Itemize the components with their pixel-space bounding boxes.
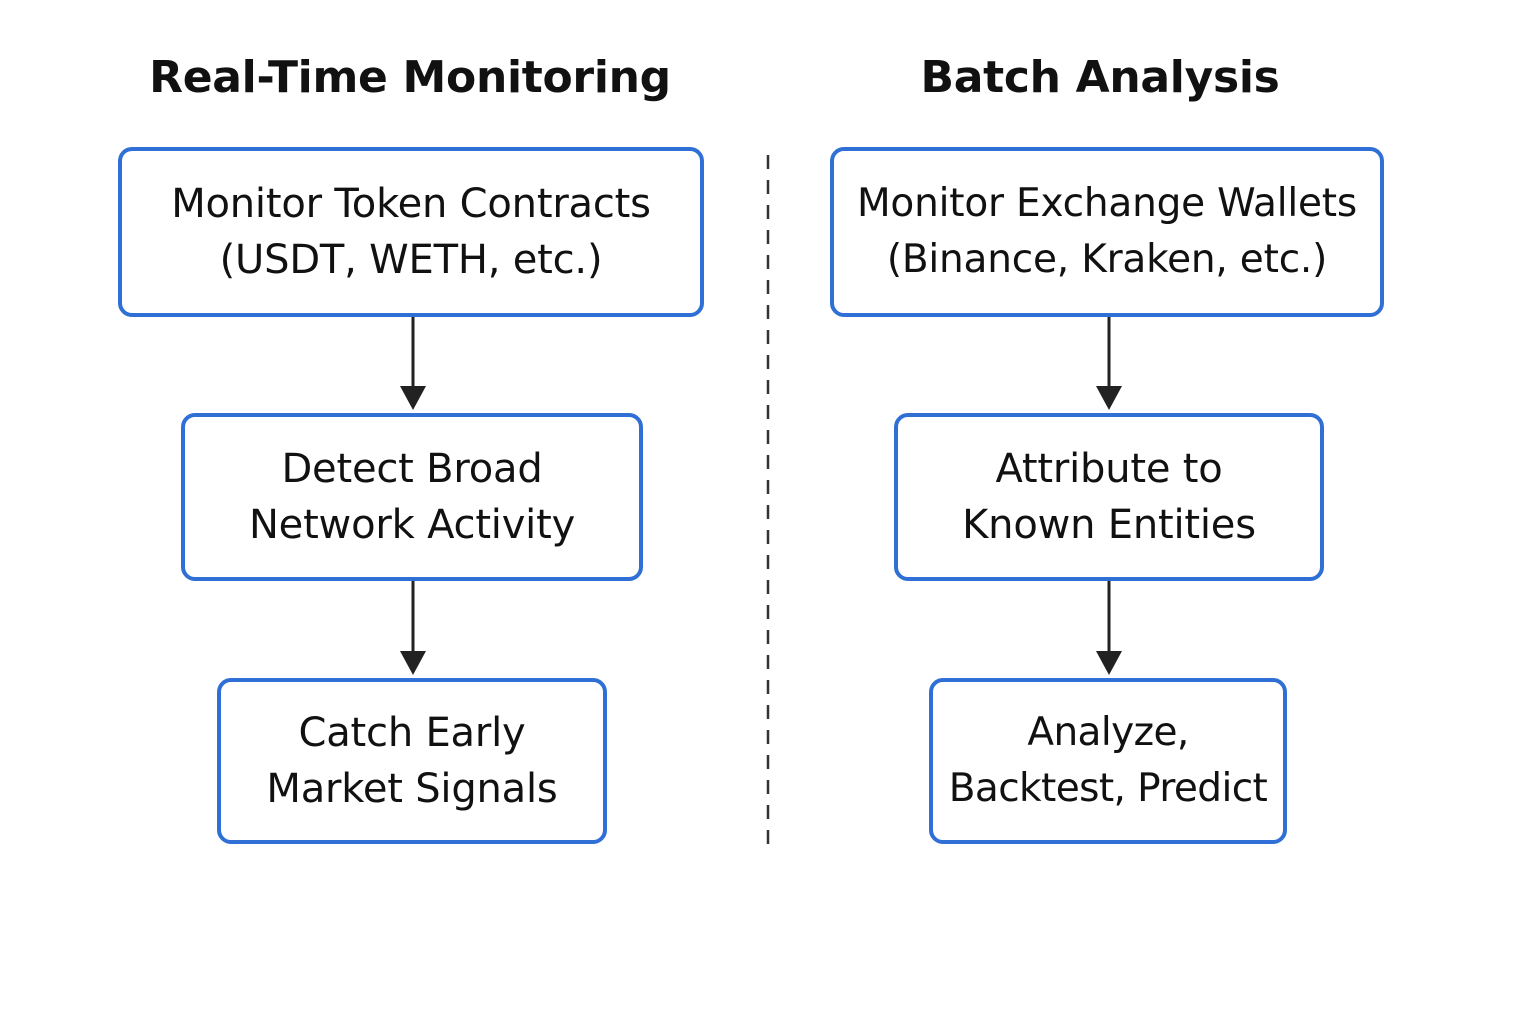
- box-line: Network Activity: [248, 502, 576, 548]
- box-line: Monitor Token Contracts: [171, 181, 651, 227]
- analyze-backtest-predict-box: Analyze, Backtest, Predict: [929, 678, 1287, 844]
- box-line: Known Entities: [962, 502, 1256, 548]
- box-line: Backtest, Predict: [948, 766, 1268, 811]
- monitor-token-contracts-box: Monitor Token Contracts (USDT, WETH, etc…: [118, 147, 704, 317]
- box-line: Monitor Exchange Wallets: [856, 181, 1358, 226]
- arrow-right-2: [1096, 581, 1122, 675]
- arrow-left-1: [400, 317, 426, 410]
- box-line: Attribute to: [995, 446, 1223, 492]
- detect-broad-network-activity-box: Detect Broad Network Activity: [181, 413, 643, 581]
- box-line: (USDT, WETH, etc.): [219, 237, 603, 283]
- box-line: Catch Early: [298, 710, 526, 756]
- box-line: Detect Broad: [281, 446, 543, 492]
- arrow-left-2: [400, 581, 426, 675]
- box-line: Market Signals: [266, 766, 558, 812]
- real-time-monitoring-heading: Real-Time Monitoring: [149, 52, 671, 103]
- catch-early-market-signals-box: Catch Early Market Signals: [217, 678, 607, 844]
- batch-analysis-heading: Batch Analysis: [920, 52, 1280, 103]
- monitor-exchange-wallets-box: Monitor Exchange Wallets (Binance, Krake…: [830, 147, 1384, 317]
- arrow-right-1: [1096, 317, 1122, 410]
- box-line: (Binance, Kraken, etc.): [886, 237, 1328, 282]
- box-line: Analyze,: [1027, 710, 1189, 755]
- attribute-to-known-entities-box: Attribute to Known Entities: [894, 413, 1324, 581]
